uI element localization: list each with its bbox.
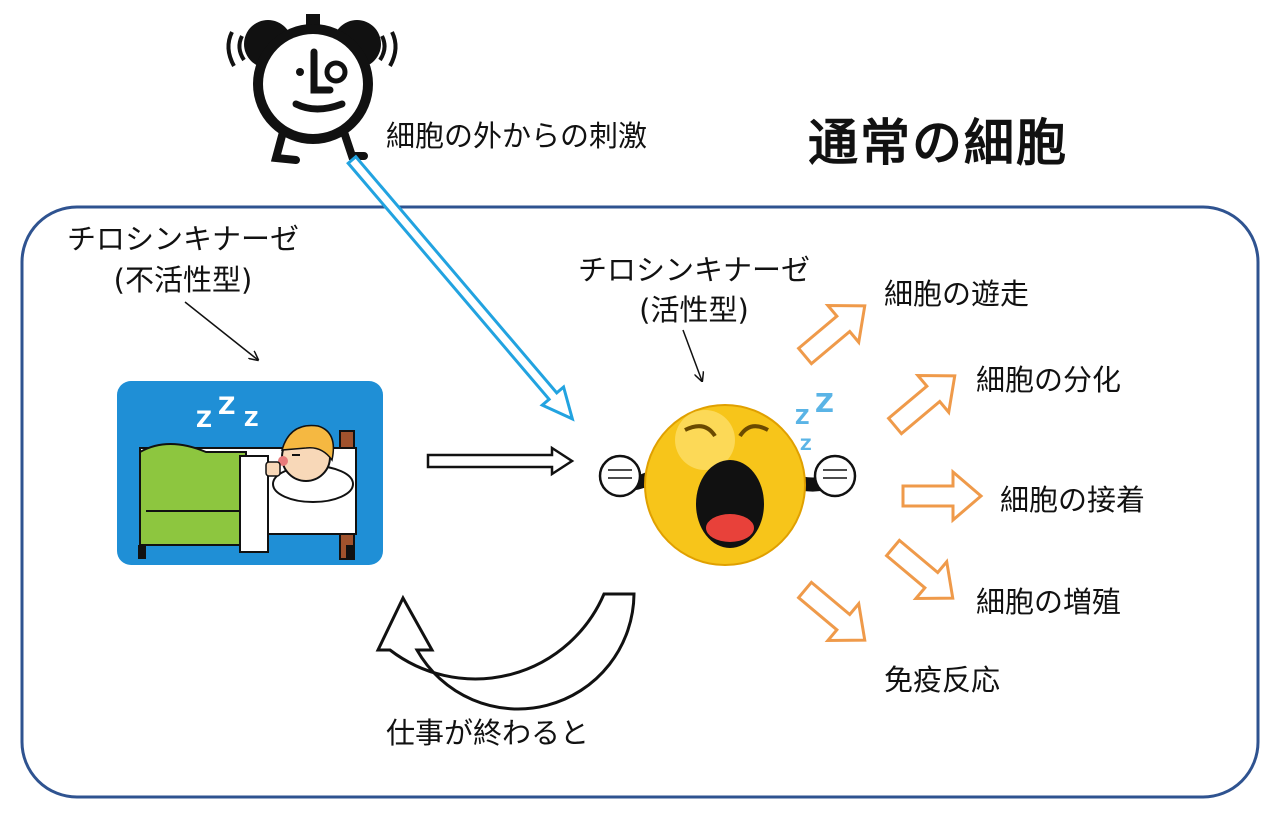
outcome-immune: 免疫反応 <box>884 663 1001 697</box>
outcome-arrow-differentiation <box>886 373 957 436</box>
svg-text:Z: Z <box>196 408 212 433</box>
outcome-arrow-migration <box>796 303 867 366</box>
outcome-differentiation: 細胞の分化 <box>976 363 1122 397</box>
return-arrow <box>375 592 636 711</box>
svg-text:Z: Z <box>244 407 259 431</box>
active-kinase-state: (活性型) <box>639 293 749 327</box>
svg-text:Z: Z <box>815 389 834 419</box>
sleeping-person-icon: Z Z Z <box>117 381 383 565</box>
outcome-migration: 細胞の遊走 <box>884 277 1030 311</box>
active-pointer-line <box>682 329 702 381</box>
svg-text:Z: Z <box>218 392 235 420</box>
yelling-face-icon: Z Z Z <box>598 389 857 566</box>
inactive-kinase-name: チロシンキナーゼ <box>66 222 300 256</box>
outcome-arrow-adhesion <box>901 468 984 524</box>
activation-arrow <box>426 445 575 477</box>
svg-text:Z: Z <box>800 435 812 454</box>
inactive-pointer-line <box>184 301 258 360</box>
outcome-proliferation: 細胞の増殖 <box>976 585 1122 619</box>
return-label: 仕事が終わると <box>386 716 590 750</box>
stimulus-arrow <box>346 154 575 422</box>
inactive-kinase-state: (不活性型) <box>113 263 253 297</box>
diagram-title: 通常の細胞 <box>808 114 1068 172</box>
alarm-clock-icon <box>226 14 398 164</box>
outcome-adhesion: 細胞の接着 <box>1000 483 1146 517</box>
outcome-arrow-immune <box>796 580 867 643</box>
stimulus-label: 細胞の外からの刺激 <box>386 119 648 153</box>
cell-boundary <box>20 205 1260 799</box>
svg-text:Z: Z <box>795 405 810 429</box>
outcome-arrow-proliferation <box>884 538 955 601</box>
active-kinase-name: チロシンキナーゼ <box>577 253 811 287</box>
